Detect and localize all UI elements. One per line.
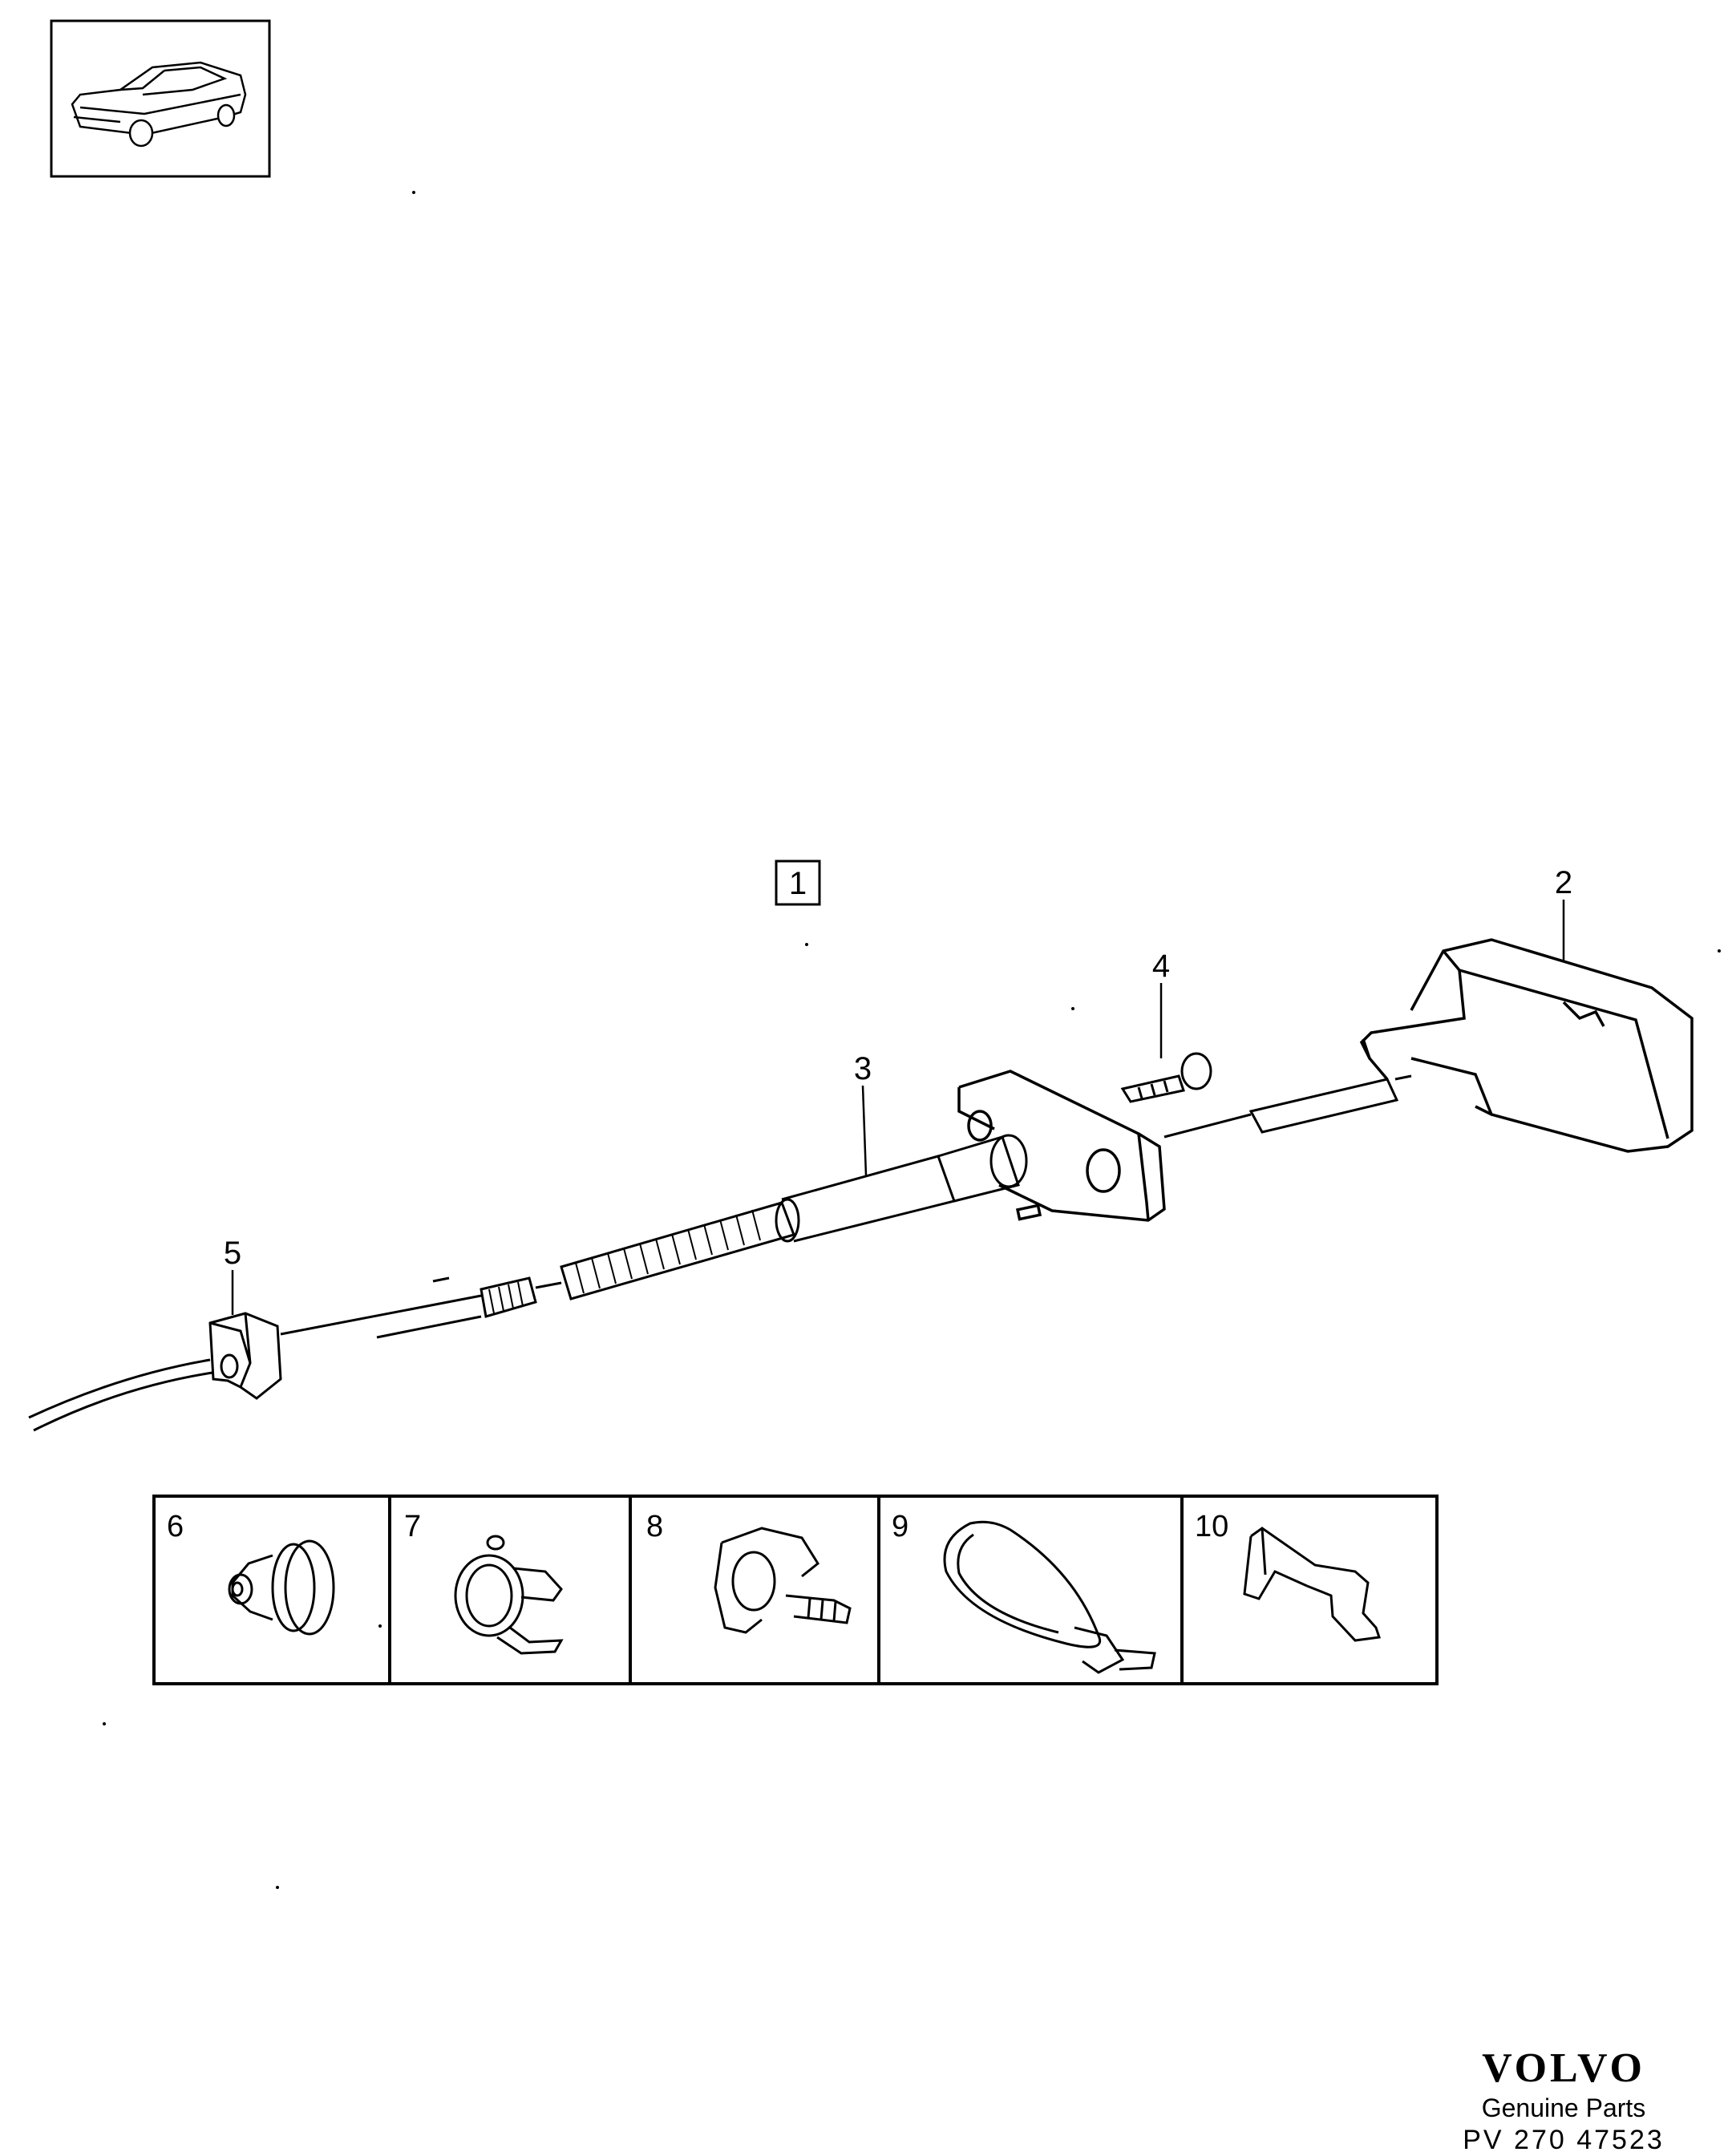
- callout-leaders: [231, 900, 1565, 1315]
- kit-number-9: 9: [892, 1510, 908, 1543]
- callout-2: 2: [1555, 865, 1572, 900]
- mounting-bracket: [957, 1070, 1166, 1222]
- spring-coils: [488, 1209, 761, 1314]
- car-sedan-icon: [71, 61, 247, 148]
- grommet-icon: [228, 1539, 335, 1636]
- drawing-code: PV 270 47523: [1463, 2125, 1665, 2155]
- kit-number-8: 8: [646, 1510, 663, 1543]
- inner-wire: [1163, 1074, 1412, 1139]
- kit-cell-7: 7: [404, 1510, 564, 1655]
- spring-clip-icon: [1243, 1527, 1381, 1642]
- group-label-box: 1: [775, 860, 821, 906]
- brand-tagline: Genuine Parts: [1481, 2093, 1646, 2122]
- group-label-text: 1: [789, 866, 807, 901]
- kit-cell-6: 6: [167, 1510, 335, 1636]
- kit-cell-9: 9: [892, 1510, 1156, 1674]
- callout-3: 3: [854, 1051, 872, 1086]
- kit-number-7: 7: [404, 1510, 421, 1543]
- kit-number-10: 10: [1195, 1510, 1228, 1543]
- kit-items-table: 6 7 8: [152, 1495, 1439, 1685]
- brand-block: VOLVO Genuine Parts PV 270 47523: [1443, 2045, 1684, 2156]
- cable-assembly: [28, 1134, 1028, 1432]
- callout-4: 4: [1152, 949, 1170, 984]
- kit-cell-8: 8: [646, 1510, 852, 1634]
- scan-specks: [103, 191, 1721, 1889]
- car-thumbnail: [50, 19, 271, 178]
- callout-5: 5: [224, 1236, 241, 1271]
- pull-knob: [1359, 938, 1694, 1153]
- cable-clamp-icon: [454, 1535, 564, 1655]
- cable-tie-icon: [943, 1520, 1156, 1674]
- clip-with-stud-icon: [714, 1527, 852, 1634]
- screw: [1120, 1052, 1212, 1103]
- volvo-logo: VOLVO: [1482, 2045, 1645, 2091]
- kit-number-6: 6: [167, 1510, 184, 1543]
- kit-cell-10: 10: [1195, 1510, 1381, 1642]
- cable-clip: [208, 1312, 282, 1400]
